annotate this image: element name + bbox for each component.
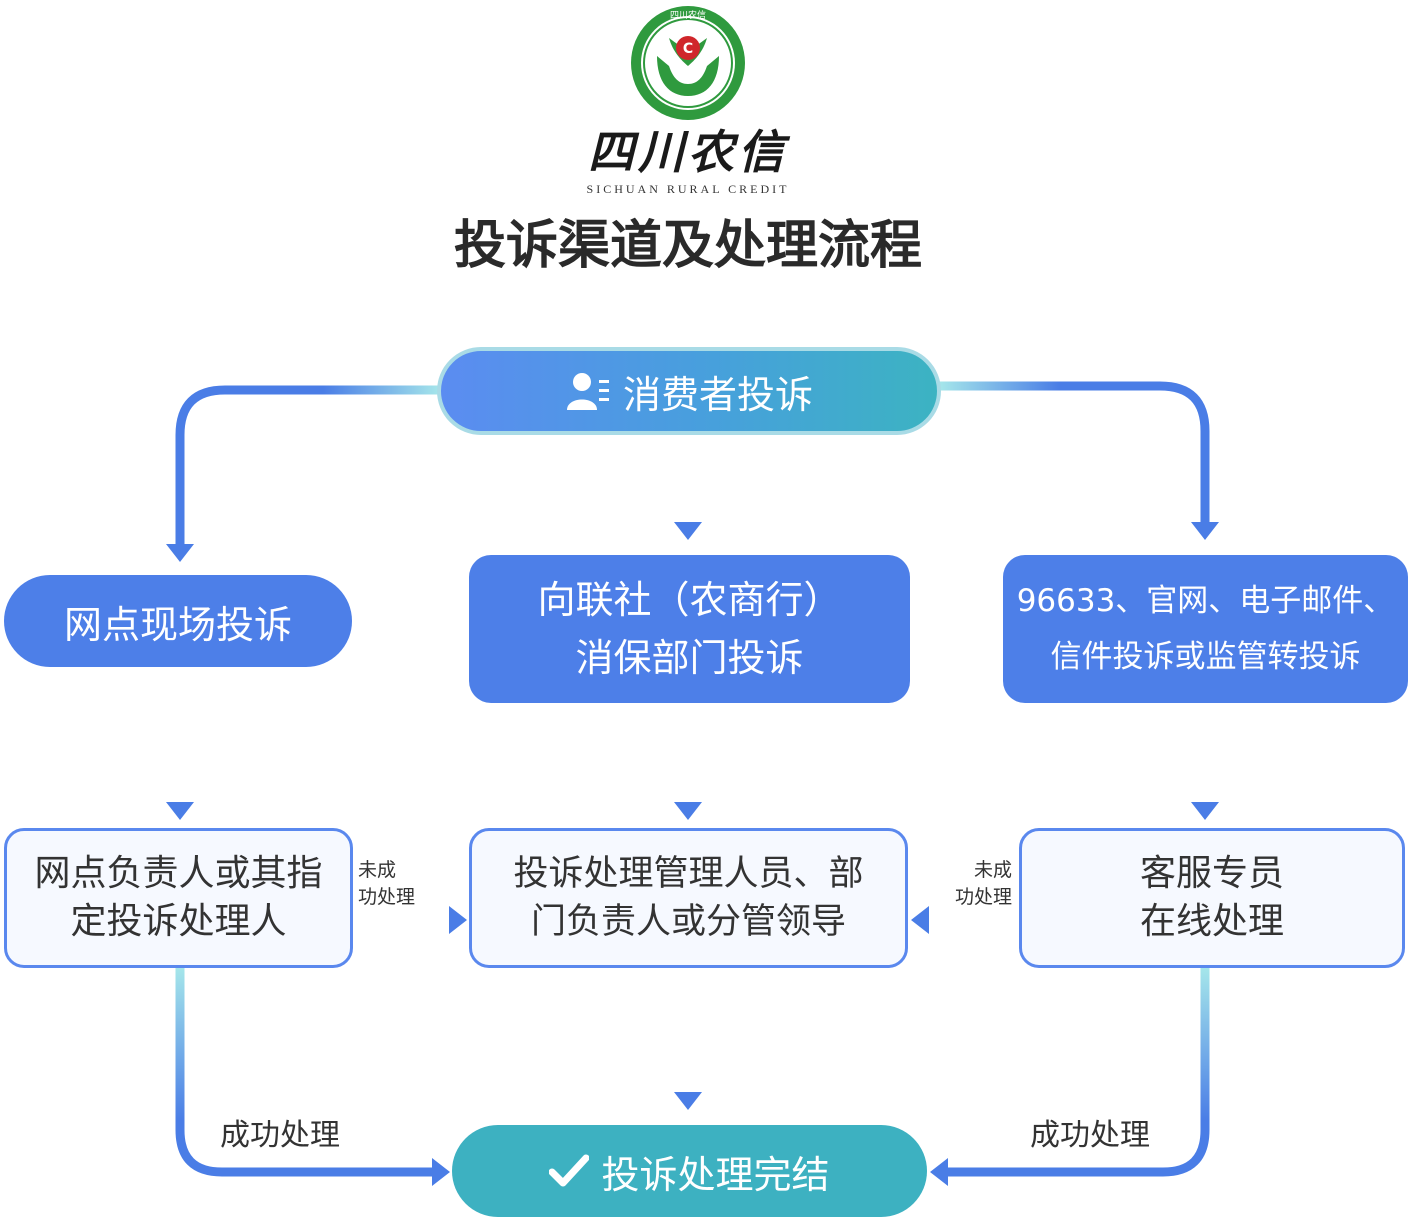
node-consumer-label: 消费者投诉 (622, 372, 813, 417)
arrowhead-manager (674, 802, 702, 820)
node-manager-line2: 门负责人或分管领导 (530, 902, 846, 942)
node-union-line1: 向联社（农商行） (537, 578, 842, 622)
node-branch-handler-line2: 定投诉处理人 (70, 901, 287, 942)
checkmark-icon (549, 1154, 590, 1187)
node-customer-service: 客服专员 在线处理 (1019, 828, 1405, 968)
svg-text:C: C (683, 41, 693, 57)
connector-consumer-channels (940, 381, 1210, 524)
node-complaint-closed: 投诉处理完结 (452, 1125, 927, 1217)
node-union-line2: 消保部门投诉 (575, 636, 804, 680)
node-branch-handler-line1: 网点负责人或其指 (34, 853, 323, 894)
node-consumer-complaint: 消费者投诉 (437, 347, 941, 435)
label-success-right: 成功处理 (1030, 1118, 1150, 1153)
svg-text:四川农信: 四川农信 (670, 9, 706, 21)
node-channels: 96633、官网、电子邮件、 信件投诉或监管转投诉 (1003, 555, 1408, 703)
node-service-line1: 客服专员 (1139, 853, 1284, 894)
connector-service-done (948, 968, 1210, 1177)
sichuan-rural-credit-emblem-icon: C 四川农信 (631, 6, 745, 120)
arrowhead-handler (166, 802, 194, 820)
arrowhead-done-center (674, 1092, 702, 1110)
node-branch-label: 网点现场投诉 (63, 602, 292, 647)
brand-name-cn: 四川农信 (588, 125, 788, 179)
connector-handler-done (175, 968, 432, 1177)
node-branch-handler: 网点负责人或其指 定投诉处理人 (4, 828, 353, 968)
node-complaint-manager: 投诉处理管理人员、部 门负责人或分管领导 (469, 828, 908, 968)
node-service-line2: 在线处理 (1139, 901, 1284, 942)
arrowhead-success-right (930, 1158, 948, 1186)
brand-name-en: SICHUAN RURAL CREDIT (586, 182, 790, 196)
label-fail-left: 未成 功处理 (358, 859, 416, 908)
arrowhead-success-left (432, 1158, 450, 1186)
user-list-icon (566, 373, 609, 410)
page-title: 投诉渠道及处理流程 (453, 216, 922, 276)
label-success-left: 成功处理 (220, 1118, 340, 1153)
node-branch-onsite: 网点现场投诉 (4, 575, 352, 667)
arrowhead-union (674, 522, 702, 540)
node-manager-line1: 投诉处理管理人员、部 (513, 854, 864, 894)
arrowhead-channels (1191, 522, 1219, 540)
node-union-department: 向联社（农商行） 消保部门投诉 (469, 555, 910, 703)
node-channels-line2: 信件投诉或监管转投诉 (1050, 639, 1361, 675)
node-channels-line1: 96633、官网、电子邮件、 (1016, 583, 1395, 619)
arrowhead-service (1191, 802, 1219, 820)
arrowhead-fail-right (911, 906, 929, 934)
label-fail-right: 未成 功处理 (954, 859, 1012, 908)
arrowhead-fail-left (449, 906, 467, 934)
connector-consumer-branch (175, 385, 440, 544)
node-done-label: 投诉处理完结 (601, 1152, 830, 1197)
arrowhead-branch (166, 544, 194, 562)
